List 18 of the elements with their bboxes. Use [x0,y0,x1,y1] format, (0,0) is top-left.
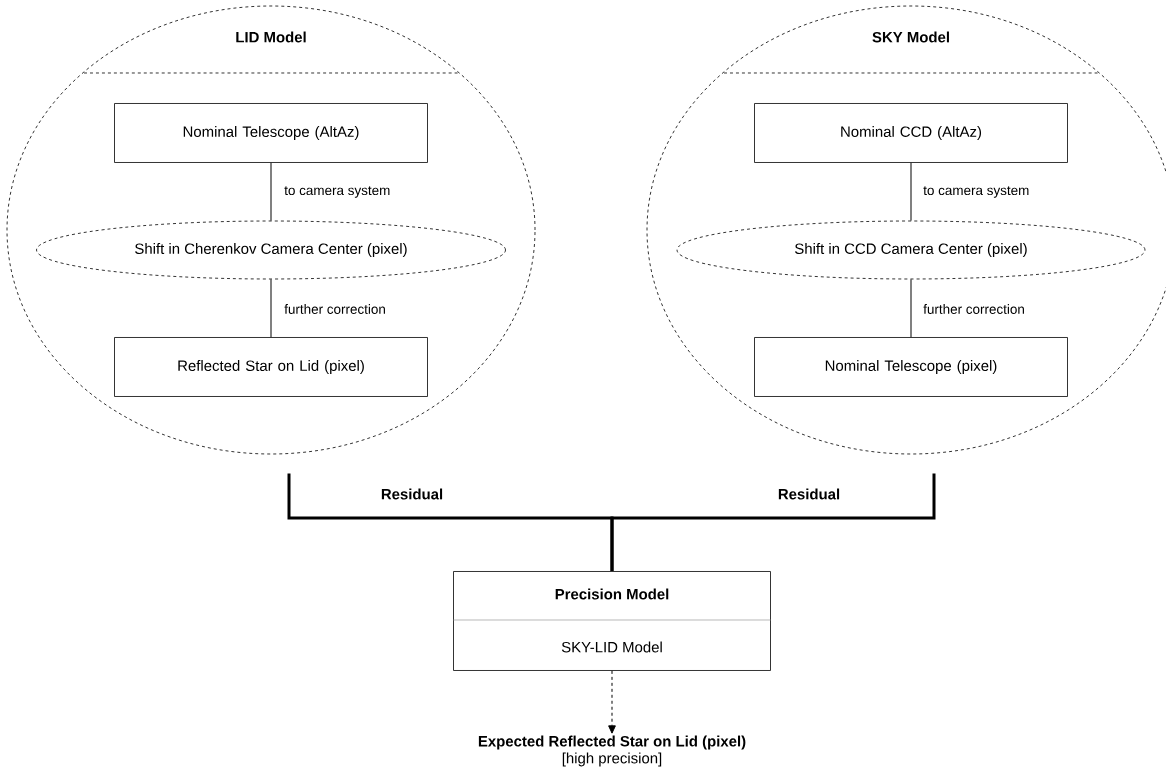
process-box: Nominal CCD (AltAz) [754,103,1068,163]
edge-label: further correction [922,303,1026,315]
connector-line [910,278,912,338]
edge-label: further correction [283,303,387,315]
edge-label: Residual [379,487,445,501]
process-box: Reflected Star on Lid (pixel) [114,337,428,397]
process-box: Nominal Telescope (AltAz) [114,103,428,163]
connector-line [610,473,936,572]
edge-label: to camera system [922,185,1031,199]
process-box: Nominal Telescope (pixel) [754,337,1068,397]
model-box: Precision Model SKY-LID Model [453,571,771,671]
edge-label: Residual [776,487,842,501]
edge-label: to camera system [283,185,392,199]
connector-line [270,278,272,338]
connector-line [270,162,272,222]
result-text: Expected Reflected Star on Lid (pixel) [high precision] [478,735,746,767]
arrow [608,670,616,734]
connector-line [910,162,912,222]
